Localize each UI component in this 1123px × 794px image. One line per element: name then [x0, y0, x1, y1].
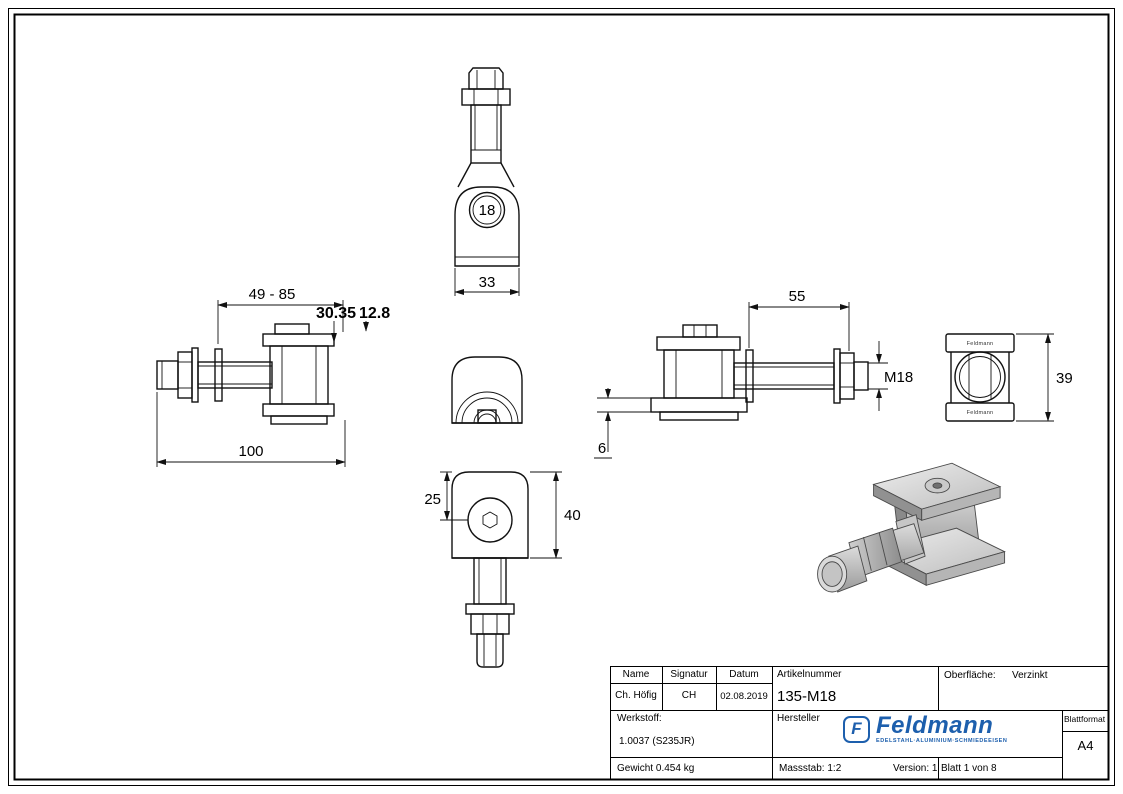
dim-55: 55	[789, 288, 806, 305]
tb-label-hersteller: Hersteller	[777, 713, 820, 724]
dim-m18: M18	[884, 369, 913, 386]
dim-33: 33	[479, 274, 496, 291]
feldmann-logo-icon: F	[843, 715, 870, 743]
view-bottom-clevis	[451, 356, 523, 424]
tb-value-oberflaeche: Verzinkt	[1012, 670, 1048, 681]
tb-value-datum: 02.08.2019	[720, 691, 768, 702]
logo-letter: F	[851, 719, 862, 738]
tb-value-signatur: CH	[681, 690, 697, 701]
dim-39: 39	[1056, 370, 1073, 387]
dim-49-85: 49 - 85	[249, 286, 296, 303]
brand-tagline: EDELSTAHL·ALUMINIUM·SCHMIEDEEISEN	[876, 738, 1008, 744]
tb-version: Version: 1	[893, 763, 938, 774]
tb-value-werkstoff: 1.0037 (S235JR)	[619, 736, 695, 747]
tb-value-name: Ch. Höfig	[615, 690, 657, 701]
tb-header-artikelnummer: Artikelnummer	[777, 669, 842, 680]
tb-header-name: Name	[622, 669, 650, 680]
view-side-right: 55 M18 6	[594, 288, 913, 459]
tb-massstab: Massstab: 1:2	[779, 763, 842, 774]
dim-12-8: 12.8	[359, 305, 390, 322]
tb-value-blattformat: A4	[1077, 738, 1094, 753]
tb-blatt: Blatt 1 von 8	[941, 763, 997, 774]
tb-header-signatur: Signatur	[670, 669, 708, 680]
dim-40: 40	[564, 507, 581, 524]
view-side-left: 49 - 85 30.35 12.8 100	[156, 286, 390, 467]
tb-header-datum: Datum	[729, 669, 759, 680]
bore-label: 18	[479, 202, 496, 219]
view-iso-3d	[817, 462, 1006, 593]
dim-6: 6	[598, 440, 606, 457]
tb-value-artikelnummer: 135-M18	[777, 688, 837, 705]
title-block-grid	[610, 666, 1109, 780]
view-front-clevis: 25 40	[424, 471, 581, 668]
view-end-right: Feldmann Feldmann 39	[945, 333, 1073, 422]
dim-100: 100	[238, 443, 263, 460]
brand-name: Feldmann	[876, 712, 994, 739]
manufacturer-logo: F Feldmann EDELSTAHL·ALUMINIUM·SCHMIEDEE…	[843, 714, 1007, 744]
dim-25: 25	[424, 491, 441, 508]
plate-stamp-bottom: Feldmann	[967, 410, 994, 416]
sheet-frame	[8, 8, 1115, 786]
view-front-top: 18 33	[454, 67, 520, 296]
tb-label-oberflaeche: Oberfläche:	[944, 670, 996, 681]
plate-stamp-top: Feldmann	[967, 341, 994, 347]
tb-label-werkstoff: Werkstoff:	[617, 713, 662, 724]
tb-gewicht: Gewicht 0.454 kg	[617, 763, 695, 774]
tb-label-blattformat: Blattformat	[1064, 714, 1106, 724]
dim-30-35: 30.35	[316, 305, 356, 322]
